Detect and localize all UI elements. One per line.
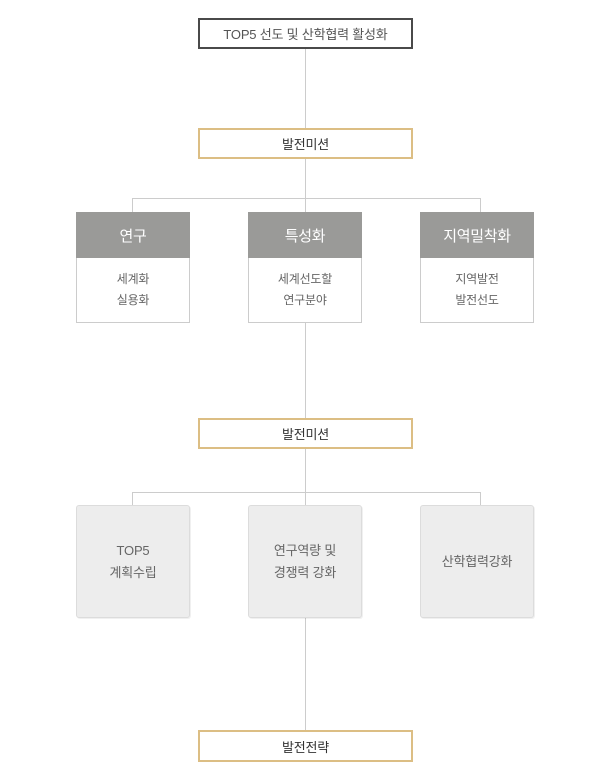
connector-strategies-to-banner [305, 618, 306, 730]
pillar-research-body: 세계화 실용화 [77, 258, 189, 322]
connector-pillars-to-mission2 [305, 323, 306, 418]
connector-drop-strategy-2 [305, 492, 306, 505]
strategy-banner-label: 발전전략 [281, 739, 330, 755]
mission-banner-mid-label: 발전미션 [281, 427, 330, 442]
strategy-top5-plan-line-2: 계획수립 [109, 564, 157, 580]
pillar-research-line-1: 세계화 [116, 272, 150, 286]
goal-title-box: TOP5 선도 및 산학협력 활성화 [198, 18, 413, 49]
connector-branch-top [132, 198, 481, 199]
pillar-specialization-body: 세계선도할 연구분야 [249, 258, 361, 322]
pillar-research: 연구 세계화 실용화 [76, 212, 190, 323]
pillar-community-body: 지역발전 발전선도 [421, 258, 533, 322]
connector-drop-strategy-1 [132, 492, 133, 505]
connector-mission2-stem [305, 449, 306, 492]
pillar-specialization-line-1: 세계선도할 [277, 272, 333, 286]
goal-title-label: TOP5 선도 및 산학협력 활성화 [223, 27, 388, 42]
pillar-specialization: 특성화 세계선도할 연구분야 [248, 212, 362, 323]
pillar-research-line-2: 실용화 [116, 293, 150, 307]
strategy-research-capacity: 연구역량 및 경쟁력 강화 [248, 505, 362, 618]
pillar-specialization-header: 특성화 [248, 212, 362, 258]
pillar-community: 지역밀착화 지역발전 발전선도 [420, 212, 534, 323]
strategy-industry-cooperation: 산학협력강화 [420, 505, 534, 618]
connector-drop-pillar-3 [480, 198, 481, 212]
mission-banner-mid: 발전미션 [198, 418, 413, 449]
pillar-research-header: 연구 [76, 212, 190, 258]
strategy-banner: 발전전략 [198, 730, 413, 762]
strategy-top5-plan-line-1: TOP5 [116, 542, 150, 558]
connector-drop-pillar-2 [305, 198, 306, 212]
strategy-research-capacity-line-1: 연구역량 및 [273, 542, 337, 558]
connector-mission1-stem [305, 159, 306, 198]
strategy-industry-cooperation-line-1: 산학협력강화 [441, 553, 513, 569]
strategy-top5-plan: TOP5 계획수립 [76, 505, 190, 618]
connector-title-to-mission1 [305, 49, 306, 128]
pillar-community-line-2: 발전선도 [455, 293, 499, 307]
connector-branch-bottom [132, 492, 481, 493]
pillar-community-line-1: 지역발전 [455, 272, 499, 286]
connector-drop-pillar-1 [132, 198, 133, 212]
pillar-community-header: 지역밀착화 [420, 212, 534, 258]
pillar-specialization-line-2: 연구분야 [283, 293, 327, 307]
connector-drop-strategy-3 [480, 492, 481, 505]
mission-banner-top: 발전미션 [198, 128, 413, 159]
mission-banner-top-label: 발전미션 [281, 137, 330, 152]
strategy-research-capacity-line-2: 경쟁력 강화 [273, 564, 337, 580]
